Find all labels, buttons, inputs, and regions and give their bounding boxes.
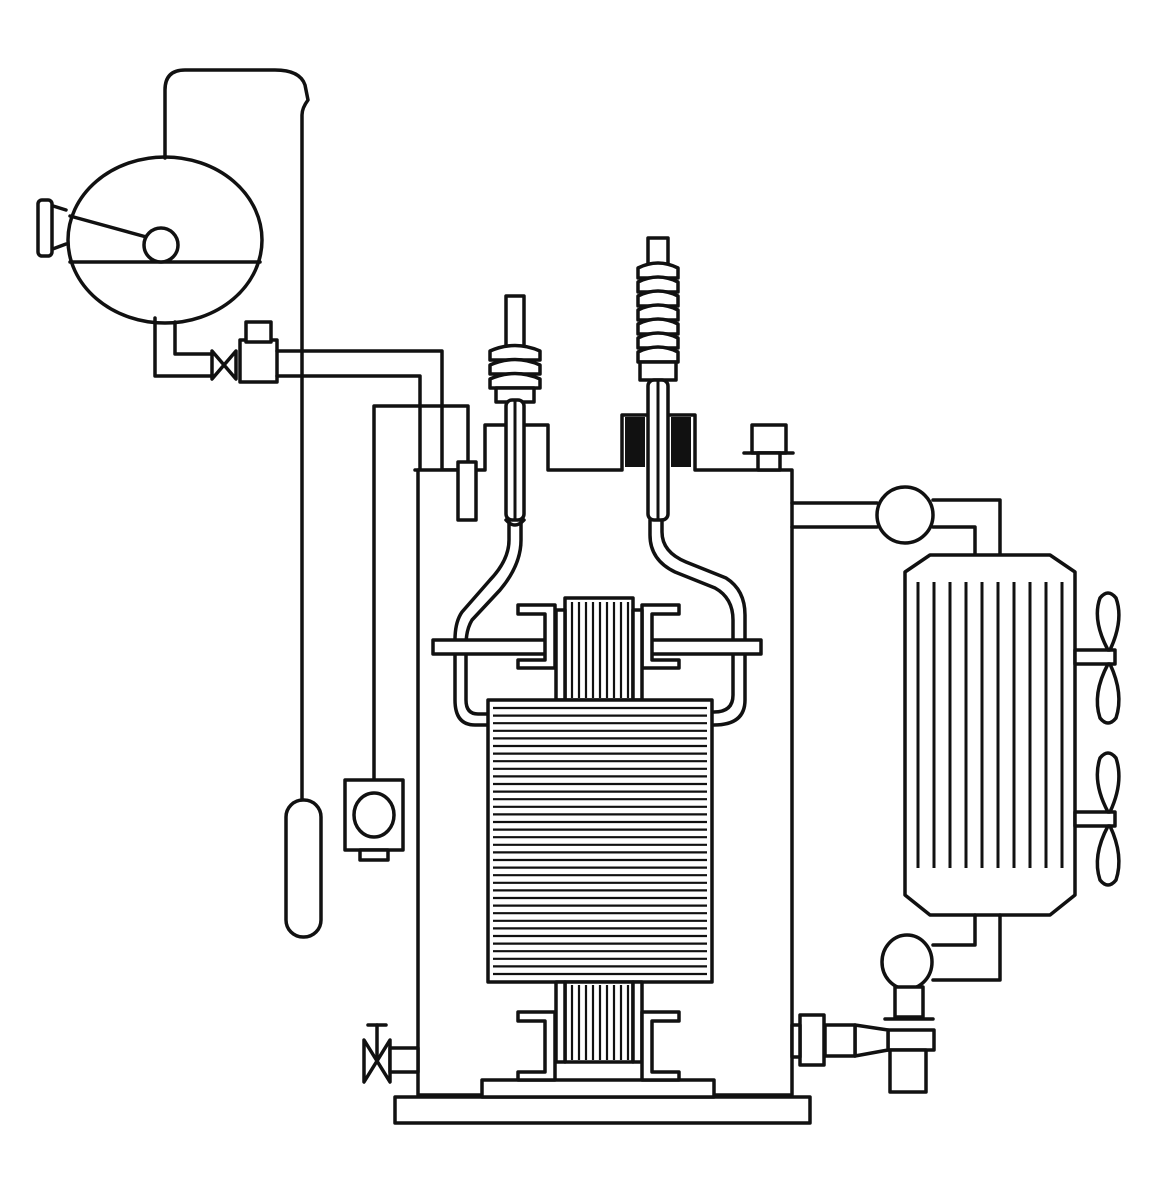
oil-level-gauge-tube	[163, 68, 323, 939]
radiator-cooler	[790, 485, 1077, 982]
conservator-tank	[36, 155, 264, 325]
low-voltage-bushing	[453, 294, 542, 727]
cooling-fans	[1073, 591, 1121, 887]
thermometer-gauge	[343, 404, 470, 862]
base-plate	[393, 1078, 812, 1125]
gas-relay-valve	[153, 316, 462, 472]
high-voltage-bushing	[625, 236, 747, 727]
core-and-winding	[431, 596, 763, 1082]
drain-valve	[362, 1023, 420, 1084]
oil-pump	[790, 933, 936, 1094]
